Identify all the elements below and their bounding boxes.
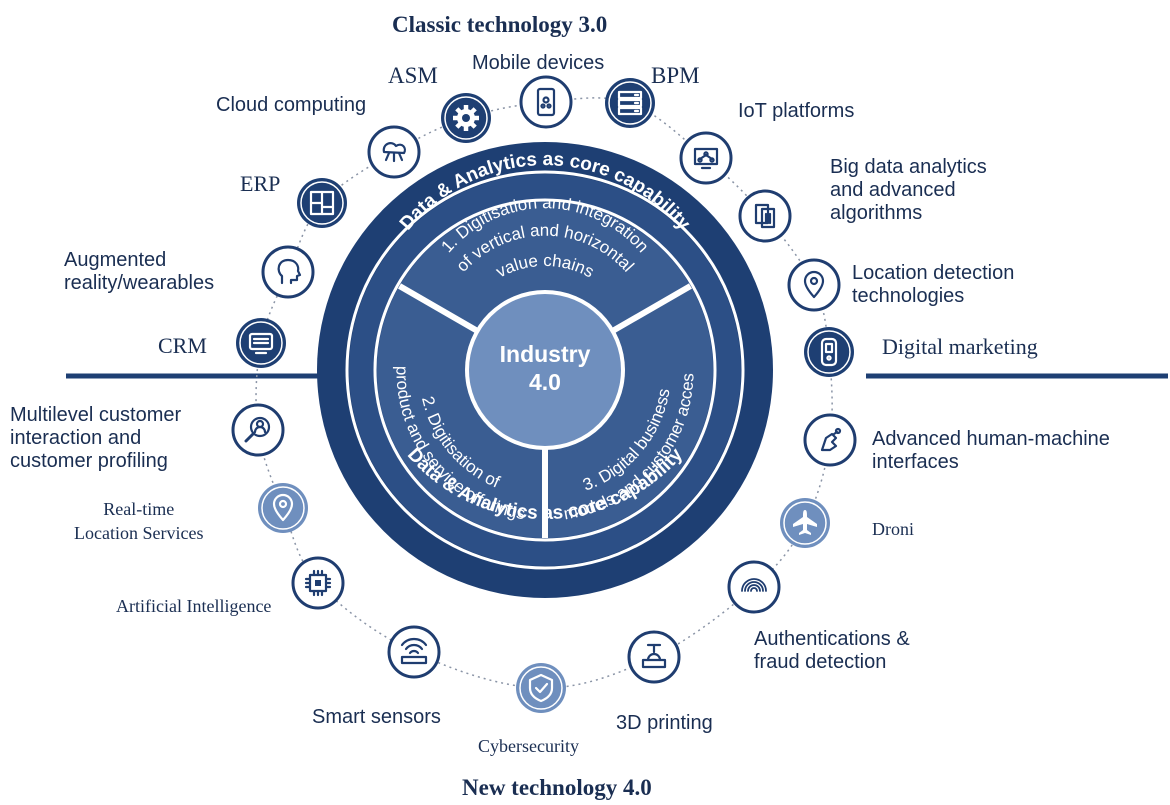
label-crm: CRM	[158, 333, 207, 358]
cloud-network-icon	[367, 125, 421, 179]
network-monitor-icon	[679, 131, 733, 185]
location-pin-icon	[258, 483, 308, 533]
chip-icon	[291, 556, 345, 610]
monitor-icon	[236, 318, 286, 368]
label-cybersecurity: Cybersecurity	[478, 736, 579, 756]
label-mobile-devices: Mobile devices	[472, 52, 605, 74]
grid-layout-icon	[297, 178, 347, 228]
gear-icon	[441, 93, 491, 143]
technology-nodes	[231, 75, 857, 713]
server-stack-icon	[605, 78, 655, 128]
sensor-icon	[387, 625, 441, 679]
label-human-machine-interfaces: Advanced human-machine interfaces	[872, 428, 1110, 473]
new-technology-heading: New technology 4.0	[462, 775, 652, 800]
label-big-data: Big data analytics and advanced algorith…	[830, 156, 987, 224]
classic-technology-heading: Classic technology 3.0	[392, 12, 608, 37]
label-real-time-location: Real-time Location Services	[74, 499, 204, 543]
user-search-icon	[231, 403, 285, 457]
orbit-dotted-path	[255, 97, 833, 689]
shield-check-icon	[516, 663, 566, 713]
label-digital-marketing: Digital marketing	[882, 334, 1038, 359]
head-profile-icon	[261, 245, 315, 299]
label-droni: Droni	[872, 519, 914, 539]
label-smart-sensors: Smart sensors	[312, 706, 441, 728]
label-multilevel-customer: Multilevel customer interaction and cust…	[10, 404, 182, 472]
center-disc	[317, 142, 773, 598]
label-location-detection: Location detection technologies	[852, 262, 1015, 307]
label-3d-printing: 3D printing	[616, 712, 713, 734]
data-docs-icon	[738, 189, 792, 243]
label-iot-platforms: IoT platforms	[738, 100, 855, 122]
remote-device-icon	[804, 327, 854, 377]
robot-hand-icon	[803, 413, 857, 467]
label-bpm: BPM	[651, 63, 700, 88]
label-asm: ASM	[388, 63, 438, 88]
label-augmented-reality: Augmented reality/wearables	[64, 249, 215, 294]
label-authentications: Authentications & fraud detection	[754, 628, 910, 673]
label-erp: ERP	[240, 171, 281, 196]
printer-3d-icon	[627, 630, 681, 684]
smartphone-icon	[519, 75, 573, 129]
map-pin-icon	[787, 258, 841, 312]
fingerprint-icon	[727, 560, 781, 614]
label-cloud-computing: Cloud computing	[216, 94, 367, 116]
label-artificial-intelligence: Artificial Intelligence	[116, 596, 272, 616]
airplane-icon	[780, 498, 830, 548]
